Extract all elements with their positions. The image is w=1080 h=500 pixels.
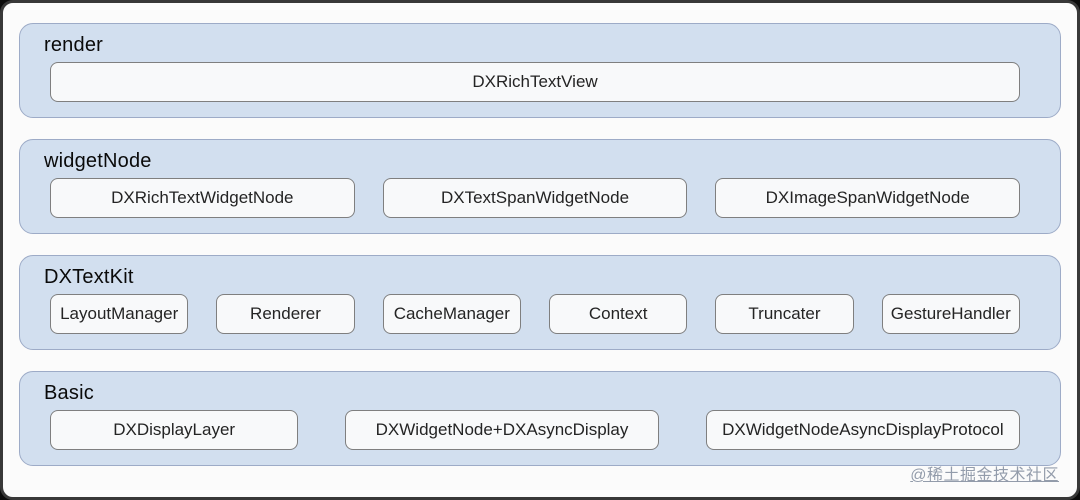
juejin-watermark: @稀土掘金技术社区 [910, 467, 1059, 484]
layer-widgetnode-label: widgetNode [44, 150, 152, 172]
layer-basic: Basic DXDisplayLayer DXWidgetNode+DXAsyn… [19, 371, 1061, 466]
layer-render: render DXRichTextView [19, 23, 1061, 118]
layer-render-label: render [44, 34, 104, 56]
node-layoutmanager: LayoutManager [50, 294, 189, 334]
node-dxrichtextview: DXRichTextView [50, 62, 1020, 102]
layer-basic-box-row: DXDisplayLayer DXWidgetNode+DXAsyncDispl… [50, 410, 1020, 450]
layer-render-box-row: DXRichTextView [50, 62, 1020, 102]
layer-dxtextkit: DXTextKit LayoutManager Renderer CacheMa… [19, 255, 1061, 350]
node-cachemanager: CacheManager [382, 294, 521, 334]
layer-dxtextkit-box-row: LayoutManager Renderer CacheManager Cont… [50, 294, 1020, 334]
node-dximagespanwidgetnode: DXImageSpanWidgetNode [715, 178, 1021, 218]
layer-widgetnode-box-row: DXRichTextWidgetNode DXTextSpanWidgetNod… [50, 178, 1021, 218]
node-dxwidgetnode-dxasyncdisplay: DXWidgetNode+DXAsyncDisplay [344, 410, 660, 450]
node-truncater: Truncater [715, 294, 854, 334]
node-gesturehandler: GestureHandler [881, 294, 1020, 334]
node-renderer: Renderer [216, 294, 355, 334]
node-dxdisplaylayer: DXDisplayLayer [50, 410, 299, 450]
node-dxwidgetnodeasyncdisplayprotocol: DXWidgetNodeAsyncDisplayProtocol [705, 410, 1020, 450]
node-dxtextspanwidgetnode: DXTextSpanWidgetNode [382, 178, 688, 218]
layer-basic-label: Basic [44, 382, 94, 404]
node-context: Context [548, 294, 688, 334]
node-dxrichtextwidgetnode: DXRichTextWidgetNode [50, 178, 355, 218]
layer-dxtextkit-label: DXTextKit [44, 266, 134, 288]
layer-widgetnode: widgetNode DXRichTextWidgetNode DXTextSp… [19, 139, 1061, 234]
